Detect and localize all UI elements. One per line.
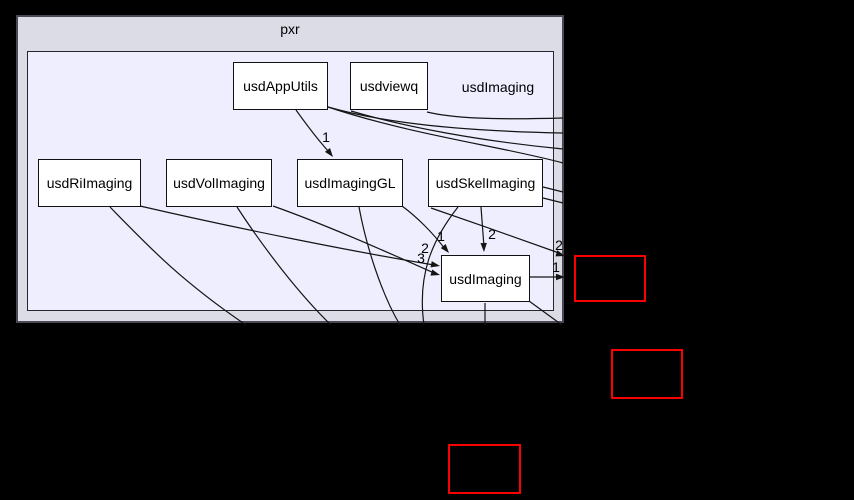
- cluster-usdImaging-label[interactable]: usdImaging: [461, 79, 535, 95]
- node-usdSkelImaging[interactable]: usdSkelImaging: [428, 159, 543, 207]
- external-node-3[interactable]: [448, 444, 521, 494]
- node-usdviewq[interactable]: usdviewq: [350, 62, 428, 110]
- node-usdRiImaging[interactable]: usdRiImaging: [38, 159, 141, 207]
- external-node-1[interactable]: [574, 255, 646, 302]
- node-usdVolImaging[interactable]: usdVolImaging: [166, 159, 272, 207]
- cluster-pxr-label[interactable]: pxr: [280, 21, 300, 37]
- external-node-2[interactable]: [611, 349, 683, 399]
- node-usdImaging[interactable]: usdImaging: [441, 255, 530, 302]
- node-usdImagingGL[interactable]: usdImagingGL: [297, 159, 403, 207]
- node-usdAppUtils[interactable]: usdAppUtils: [233, 62, 328, 110]
